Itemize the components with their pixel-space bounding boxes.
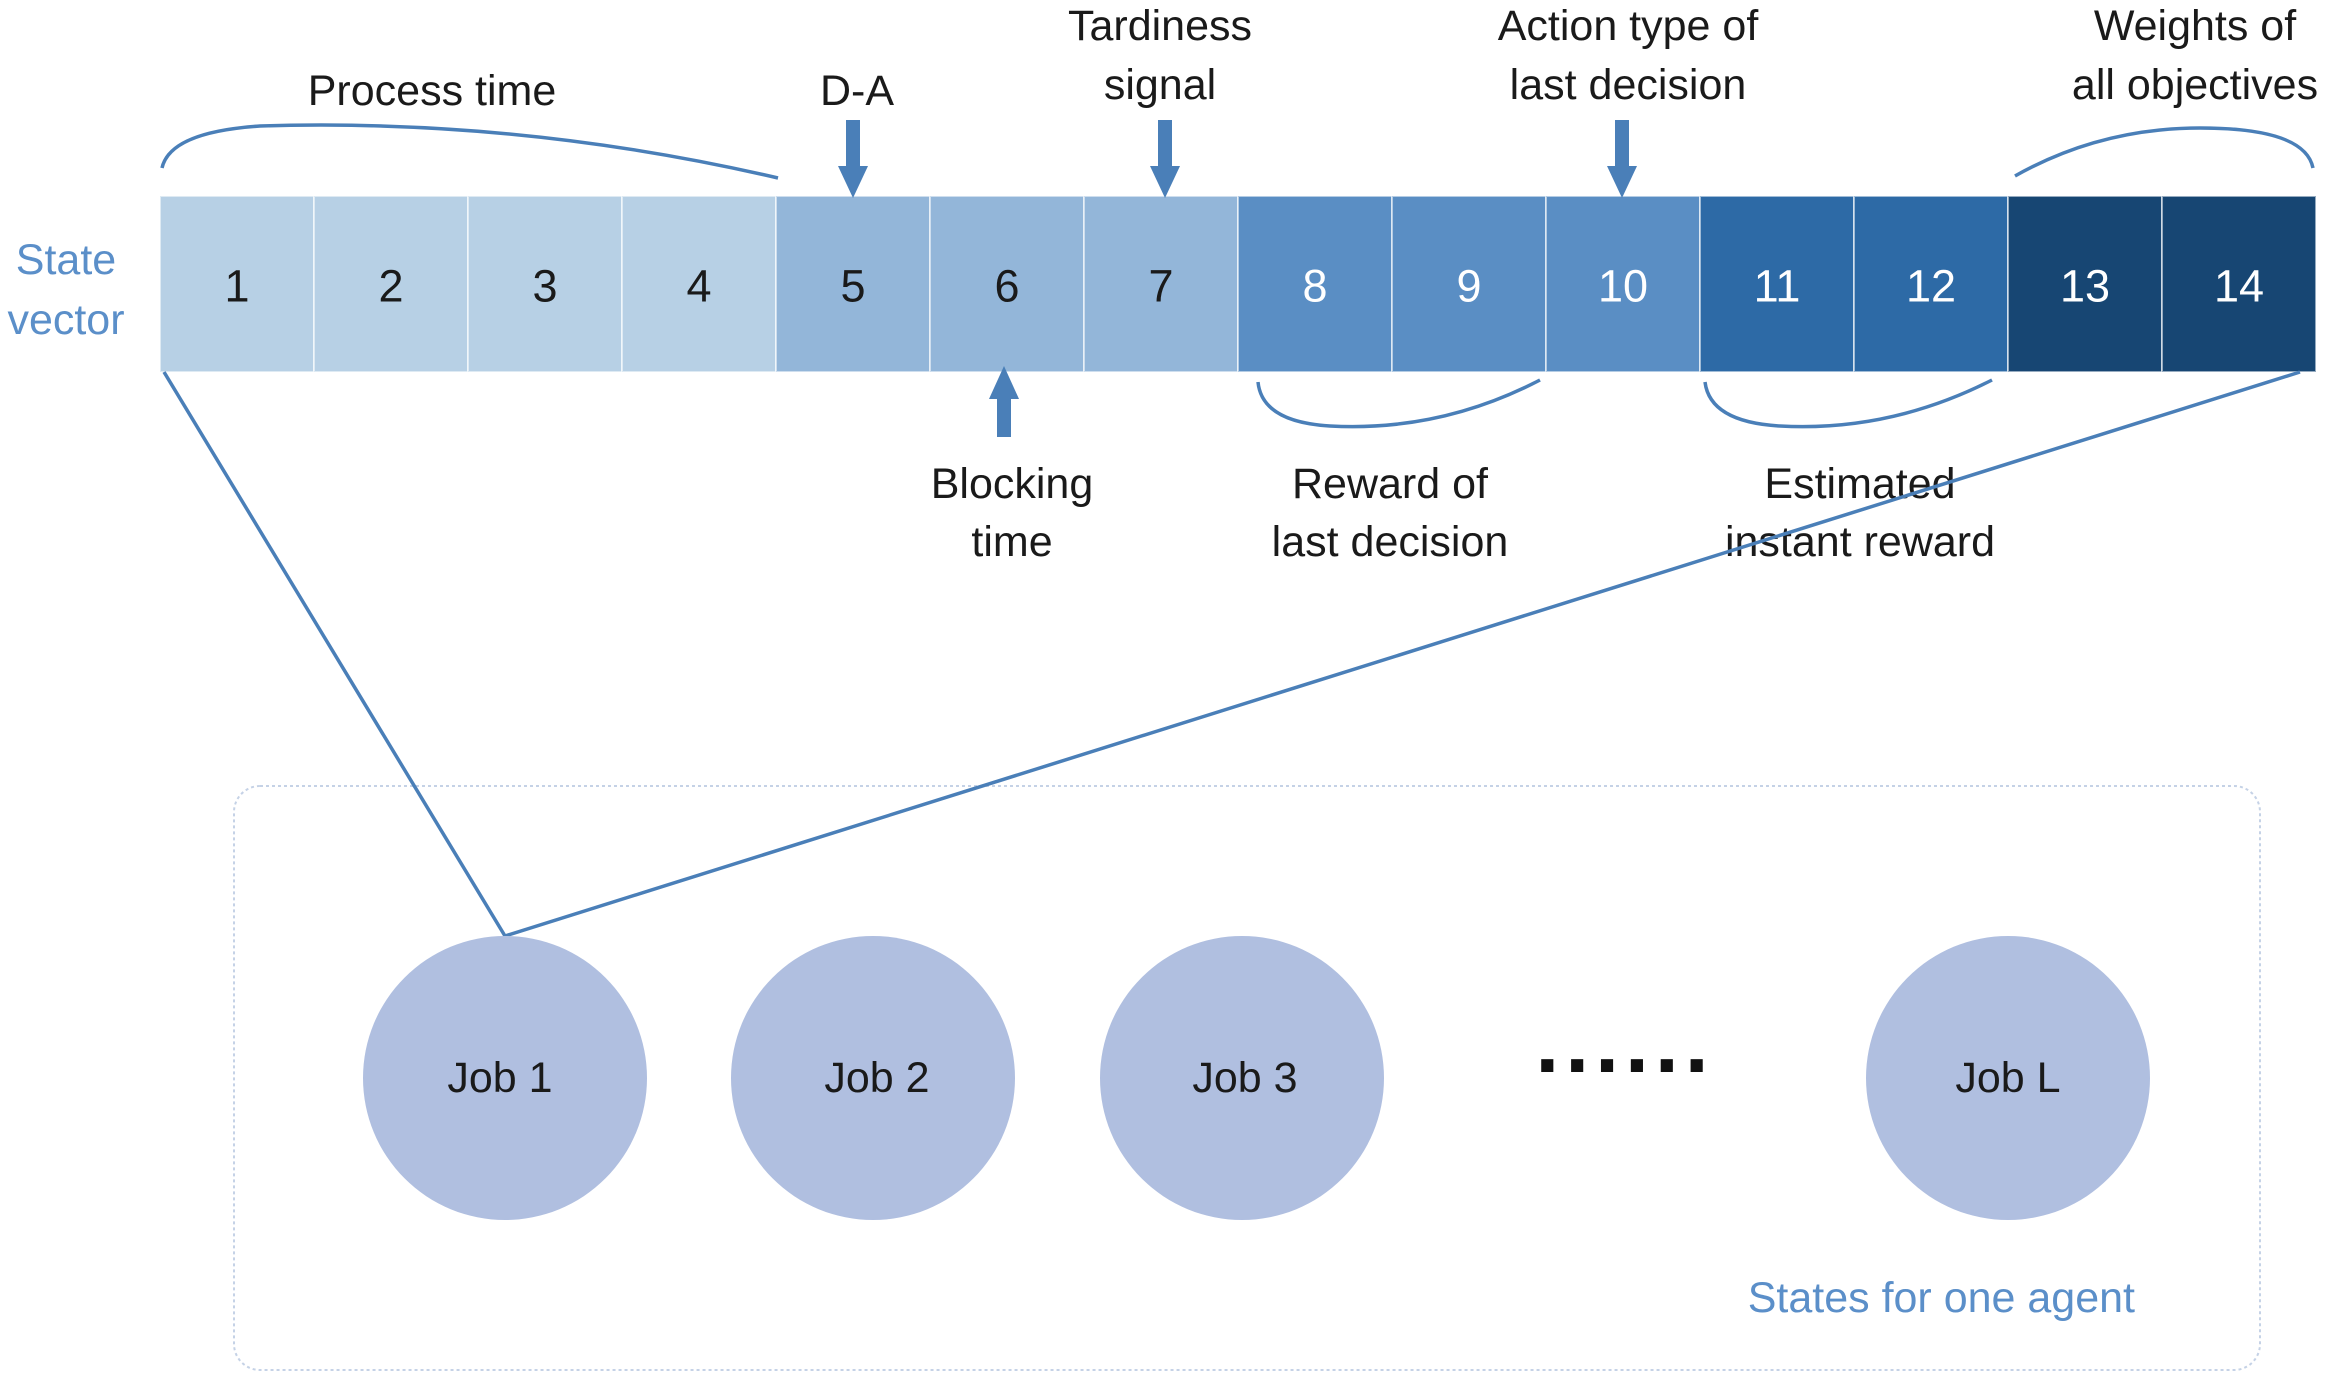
state-vector-label-line1: State (16, 236, 116, 284)
state-cell (313, 195, 469, 373)
reward-last-brace (1256, 378, 1541, 429)
d-a-arrow-icon (838, 120, 868, 198)
estimated-label-line1: Estimated (1764, 460, 1955, 508)
reward-last-label-line1: Reward of (1292, 460, 1489, 508)
job-node: Job 2 (731, 936, 1015, 1220)
state-cell (159, 195, 315, 373)
state-cell-label: 3 (532, 261, 557, 312)
job-node: Job L (1866, 936, 2150, 1220)
state-cell-label: 11 (1754, 261, 1801, 312)
process-time-label: Process time (308, 67, 557, 115)
action-type-label-line2: last decision (1510, 61, 1747, 109)
agent-states-box (233, 785, 2261, 1371)
blocking-label-line1: Blocking (931, 460, 1094, 508)
state-cell-label: 4 (686, 261, 711, 312)
state-cell-label: 1 (224, 261, 249, 312)
state-cell (1083, 195, 1239, 373)
job-label: Job L (1955, 1054, 2060, 1102)
state-cell (1391, 195, 1547, 373)
agent-states-caption: States for one agent (1748, 1274, 2135, 1322)
d-a-label: D-A (820, 67, 894, 115)
job-label: Job 2 (824, 1054, 929, 1102)
job-label: Job 3 (1192, 1054, 1297, 1102)
state-cell-label: 8 (1302, 261, 1327, 312)
state-cell (775, 195, 931, 373)
process-time-brace (160, 123, 779, 180)
estimated-label-line2: instant reward (1725, 518, 1995, 566)
state-cell-label: 14 (2214, 261, 2264, 312)
reward-last-label-line2: last decision (1272, 518, 1509, 566)
state-vector-label-line2: vector (7, 296, 124, 344)
connector-line-right (504, 370, 2301, 938)
tardiness-label-line1: Tardiness (1068, 2, 1252, 50)
state-cell (1237, 195, 1393, 373)
state-cell-label: 13 (2060, 261, 2110, 312)
state-cell (467, 195, 623, 373)
state-cell (1853, 195, 2009, 373)
action-type-label-line1: Action type of (1498, 2, 1760, 50)
blocking-arrow-icon (989, 366, 1019, 437)
state-cell (2007, 195, 2163, 373)
connector-line-left (162, 371, 507, 937)
job-node: Job 1 (363, 936, 647, 1220)
tardiness-label-line2: signal (1104, 61, 1216, 109)
blocking-label-line2: time (971, 518, 1052, 566)
state-cell (2161, 195, 2317, 373)
state-cell (1545, 195, 1701, 373)
state-cell-label: 10 (1598, 261, 1648, 312)
job-label: Job 1 (447, 1054, 552, 1102)
state-cell-label: 9 (1456, 261, 1481, 312)
state-cell-label: 5 (840, 261, 865, 312)
action-type-arrow-icon (1607, 120, 1637, 198)
state-cell-label: 12 (1906, 261, 1956, 312)
weights-label-line1: Weights of (2094, 2, 2297, 50)
state-cell-label: 7 (1148, 261, 1173, 312)
ellipsis: ...... (1535, 995, 1714, 1091)
tardiness-arrow-icon (1150, 120, 1180, 198)
state-cell-label: 6 (994, 261, 1019, 312)
weights-label-line2: all objectives (2072, 61, 2318, 109)
state-cell (929, 195, 1085, 373)
job-node: Job 3 (1100, 936, 1384, 1220)
state-cell-label: 2 (378, 261, 403, 312)
estimated-reward-brace (1703, 378, 1993, 429)
state-cell (621, 195, 777, 373)
weights-brace (2014, 126, 2315, 178)
